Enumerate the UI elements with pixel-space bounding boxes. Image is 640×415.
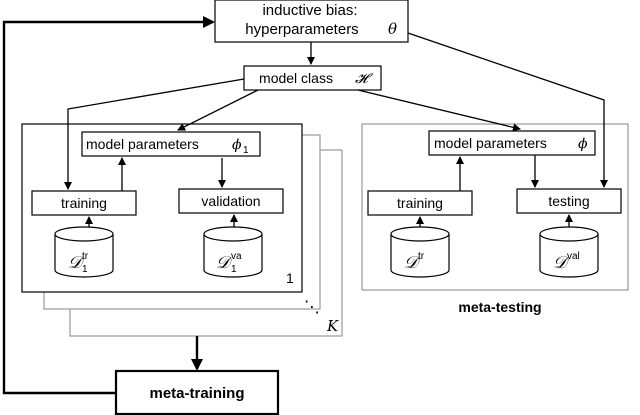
train-params-label: model parameters bbox=[86, 136, 199, 152]
test-train-dataset-symbol: 𝒟 bbox=[404, 253, 421, 273]
validation-dataset-superscript: va bbox=[231, 251, 242, 262]
validation-dataset-cylinder bbox=[203, 226, 263, 278]
train-dataset-cylinder bbox=[54, 226, 114, 278]
meta-testing-label: meta-testing bbox=[458, 299, 541, 315]
model-class-box bbox=[243, 65, 382, 91]
train-dataset-superscript: tr bbox=[82, 251, 89, 262]
stack-k-label: K bbox=[326, 317, 339, 335]
train-training-box bbox=[31, 190, 137, 216]
arrow-meta-training-feedback bbox=[2, 16, 215, 395]
train-validation-box bbox=[178, 188, 284, 214]
train-dataset-symbol: 𝒟 bbox=[68, 253, 85, 273]
train-validation-label: validation bbox=[201, 193, 260, 209]
test-dataset-symbol: 𝒟 bbox=[553, 253, 570, 273]
stack-index-label: 1 bbox=[286, 270, 294, 286]
test-training-box bbox=[367, 190, 473, 216]
model-class-label: model class bbox=[259, 70, 333, 86]
arrow-model-class-to-train-training bbox=[64, 78, 245, 190]
test-dataset-superscript: val bbox=[567, 251, 580, 262]
hyperparameters-label: hyperparameters bbox=[245, 21, 358, 38]
test-training-label: training bbox=[397, 195, 443, 211]
train-training-label: training bbox=[61, 195, 107, 211]
test-train-dataset-superscript: tr bbox=[418, 251, 425, 262]
inductive-bias-box bbox=[214, 0, 409, 43]
test-params-label: model parameters bbox=[434, 135, 547, 151]
test-dataset-cylinder bbox=[539, 226, 599, 278]
train-params-box bbox=[81, 131, 261, 157]
meta-training-label: meta-training bbox=[149, 385, 244, 402]
stack-ellipsis: ⋱ bbox=[304, 299, 320, 316]
meta-training-box bbox=[114, 369, 280, 415]
test-testing-label: testing bbox=[548, 193, 589, 209]
test-testing-box bbox=[516, 188, 622, 214]
arrow-model-class-to-test-params bbox=[357, 89, 521, 132]
validation-dataset-symbol: 𝒟 bbox=[216, 253, 233, 273]
train-phi-symbol: ϕ bbox=[232, 137, 242, 153]
test-train-dataset-cylinder bbox=[390, 226, 450, 278]
arrow-model-class-to-train-params bbox=[177, 89, 259, 131]
train-dataset-subscript: 1 bbox=[82, 264, 88, 275]
inductive-bias-label: inductive bias: bbox=[262, 2, 357, 19]
test-phi-symbol: ϕ bbox=[578, 136, 588, 152]
test-params-box bbox=[428, 130, 596, 156]
arrow-theta-to-testing bbox=[407, 32, 608, 188]
theta-symbol: θ bbox=[388, 20, 397, 38]
validation-dataset-subscript: 1 bbox=[231, 264, 237, 275]
train-phi-subscript: 1 bbox=[243, 145, 249, 156]
